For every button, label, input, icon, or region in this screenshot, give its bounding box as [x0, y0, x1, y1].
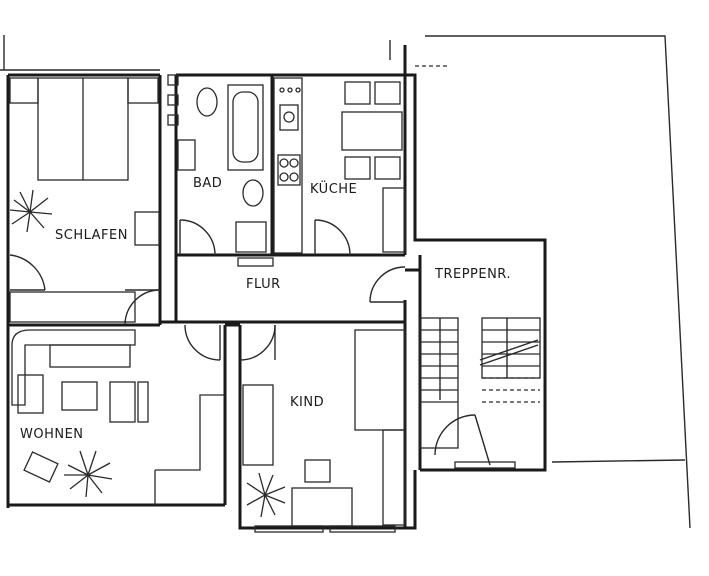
bedroom-furniture [9, 77, 160, 323]
exterior-walls [6, 45, 547, 530]
plant-icon [9, 189, 53, 233]
plant-icon [246, 472, 286, 518]
room-label-treppenhaus: TREPPENR. [434, 267, 511, 282]
room-label-kueche: KÜCHE [310, 180, 357, 197]
bathroom-fixtures [167, 74, 267, 253]
staircase [419, 317, 541, 469]
room-label-schlafen: SCHLAFEN [55, 228, 128, 243]
room-label-bad: BAD [193, 176, 222, 191]
kitchen-fixtures [273, 77, 406, 254]
doors [9, 219, 491, 466]
room-label-kind: KIND [290, 395, 324, 410]
kids-room-furniture [242, 329, 406, 533]
interior-walls [8, 75, 422, 528]
room-label-flur: FLUR [246, 277, 281, 292]
hallway-radiator [237, 257, 274, 267]
plant-icon [64, 450, 113, 498]
room-label-wohnen: WOHNEN [20, 427, 84, 442]
living-room-furniture [11, 329, 225, 505]
site-outline [0, 35, 691, 529]
